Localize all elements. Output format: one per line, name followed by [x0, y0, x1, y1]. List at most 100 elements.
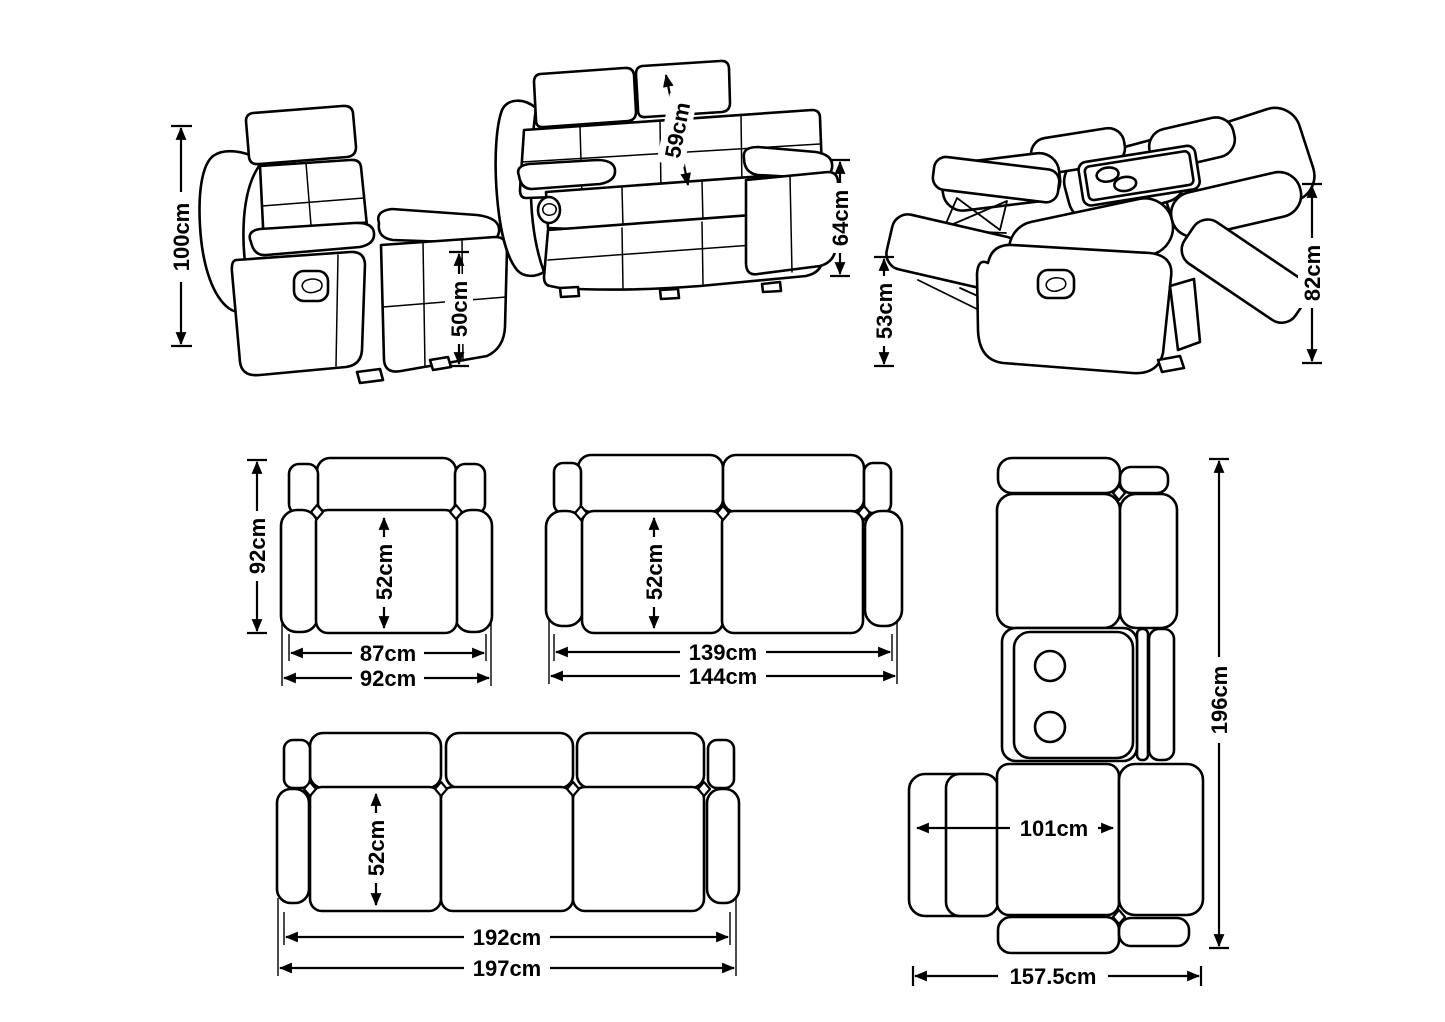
loveseat-top-right-armrest [863, 509, 904, 628]
armchair-left-arm-pad [248, 221, 376, 257]
loveseat-top-left-armrest [544, 509, 585, 628]
cup-holder [1095, 166, 1120, 184]
reclined-length-dimension: 196cm [1205, 457, 1233, 950]
reclined-right-footrest [1180, 218, 1309, 325]
armchair-inner-width-label: 87cm [360, 641, 416, 666]
loveseat-top-seat [720, 509, 865, 635]
armchair-top-right-arm-pad [453, 462, 487, 516]
armchair-inner-width-dimension: 87cm [288, 634, 487, 666]
armchair-top-left-arm-pad [287, 462, 320, 516]
armchair-seat-height-dimension: 50cm [445, 250, 473, 368]
sofa-top-left-armrest [275, 787, 311, 905]
sofa-top-seat [439, 785, 575, 913]
reclined-foot [1156, 354, 1186, 374]
reclined-recline-lever [1036, 268, 1076, 300]
loveseat-seat-depth-dimension: 52cm [640, 516, 668, 630]
loveseat-front-view [494, 59, 840, 301]
sofa-overall-width-dimension: 197cm [277, 898, 737, 981]
loveseat-recline-lever [536, 195, 562, 225]
armchair-foot [428, 355, 453, 372]
sofa-top-view [275, 731, 741, 913]
reclined-upper-footrest [931, 155, 1061, 204]
armchair-top-right-armrest [453, 508, 494, 634]
sofa-seat-depth-label: 52cm [364, 820, 389, 876]
loveseat-overall-width-label: 144cm [689, 664, 758, 689]
reclined-console [1077, 144, 1201, 207]
armchair-depth-dimension: 92cm [243, 458, 271, 635]
reclined-side-view [885, 106, 1316, 375]
cup-holder [1033, 649, 1067, 683]
sofa-top-back-cushion [444, 731, 575, 790]
reclined-total-length-dimension: 157.5cm [911, 963, 1203, 989]
loveseat-arm-height-label: 64cm [828, 190, 853, 246]
loveseat-inner-width-label: 139cm [689, 640, 758, 665]
armchair-seat-height-label: 50cm [447, 281, 472, 337]
reclined-top-strip [1135, 627, 1150, 762]
reclined-top-bottom-cushion [996, 915, 1121, 955]
loveseat-top-back-cushion [721, 453, 866, 514]
loveseat-foot [760, 280, 783, 294]
loveseat-top-right-arm-pad [862, 461, 893, 515]
reclined-top-strip [1147, 627, 1176, 762]
armchair-top-left-armrest [279, 508, 320, 634]
armchair-overall-width-label: 92cm [360, 666, 416, 691]
armchair-right-arm-pad [377, 207, 501, 245]
armchair-seat-depth-label: 52cm [372, 544, 397, 600]
reclined-top-headrest [996, 456, 1122, 495]
sofa-top-back-cushion [575, 731, 706, 790]
sofa-top-left-arm-pad [282, 738, 312, 790]
reclined-top-armrest-upper [1118, 492, 1179, 630]
armchair-right-side-panel [379, 235, 509, 373]
armchair-overall-width-dimension: 92cm [281, 620, 492, 691]
armchair-headrest [244, 104, 358, 166]
reclined-top-armrest-lower [1117, 762, 1205, 917]
reclined-right-edge-panel [1168, 277, 1202, 352]
reclined-top-view [907, 456, 1205, 955]
reclined-top-bottom-cushion-small [1117, 916, 1191, 948]
armchair-recline-lever [292, 269, 330, 303]
cup-holder [1113, 175, 1138, 193]
armchair-seat-depth-dimension: 52cm [370, 516, 398, 630]
loveseat-foot [658, 287, 681, 301]
reclined-seat-width-label: 101cm [1020, 816, 1089, 841]
cup-holder [1033, 710, 1067, 744]
reclined-seat-width-dimension: 101cm [915, 815, 1115, 841]
reclined-top-backrest [995, 492, 1122, 630]
armchair-front-panel [230, 250, 367, 377]
sofa-inner-width-dimension: 192cm [283, 912, 731, 950]
loveseat-inner-width-dimension: 139cm [553, 634, 893, 665]
reclined-height-label: 82cm [1300, 245, 1325, 301]
sofa-inner-width-label: 192cm [473, 925, 542, 950]
reclined-top-footrest-inner [944, 772, 1000, 918]
armchair-height-dimension: 100cm [166, 124, 196, 348]
loveseat-seat-depth-label: 52cm [642, 544, 667, 600]
reclined-footrest-height-dimension: 53cm [870, 255, 898, 368]
loveseat-overall-width-dimension: 144cm [548, 620, 898, 689]
loveseat-arm-height-dimension: 64cm [826, 158, 854, 278]
loveseat-right-arm-pad [742, 145, 834, 180]
reclined-length-label: 196cm [1207, 666, 1232, 735]
reclined-base [975, 243, 1173, 375]
sofa-top-right-armrest [705, 787, 741, 905]
loveseat-top-left-arm-pad [552, 461, 583, 515]
armchair-foot [355, 367, 385, 385]
reclined-total-length-label: 157.5cm [1010, 964, 1097, 989]
reclined-footrest-height-label: 53cm [872, 283, 897, 339]
armchair-front-view [198, 104, 509, 385]
sofa-top-right-arm-pad [706, 738, 736, 790]
loveseat-top-back-cushion [576, 453, 725, 514]
armchair-top-back-cushion [315, 456, 458, 515]
loveseat-left-arm-pad [516, 158, 617, 191]
reclined-top-console [1000, 626, 1139, 763]
sofa-top-back-cushion [308, 731, 443, 790]
loveseat-top-view [544, 453, 904, 635]
armchair-depth-label: 92cm [245, 518, 270, 574]
sofa-seat-depth-dimension: 52cm [362, 792, 390, 907]
sofa-top-seat [571, 785, 706, 913]
sofa-overall-width-label: 197cm [473, 956, 542, 981]
reclined-height-dimension: 82cm [1298, 182, 1326, 365]
loveseat-foot [558, 285, 581, 299]
loveseat-headrest-left [532, 66, 638, 129]
